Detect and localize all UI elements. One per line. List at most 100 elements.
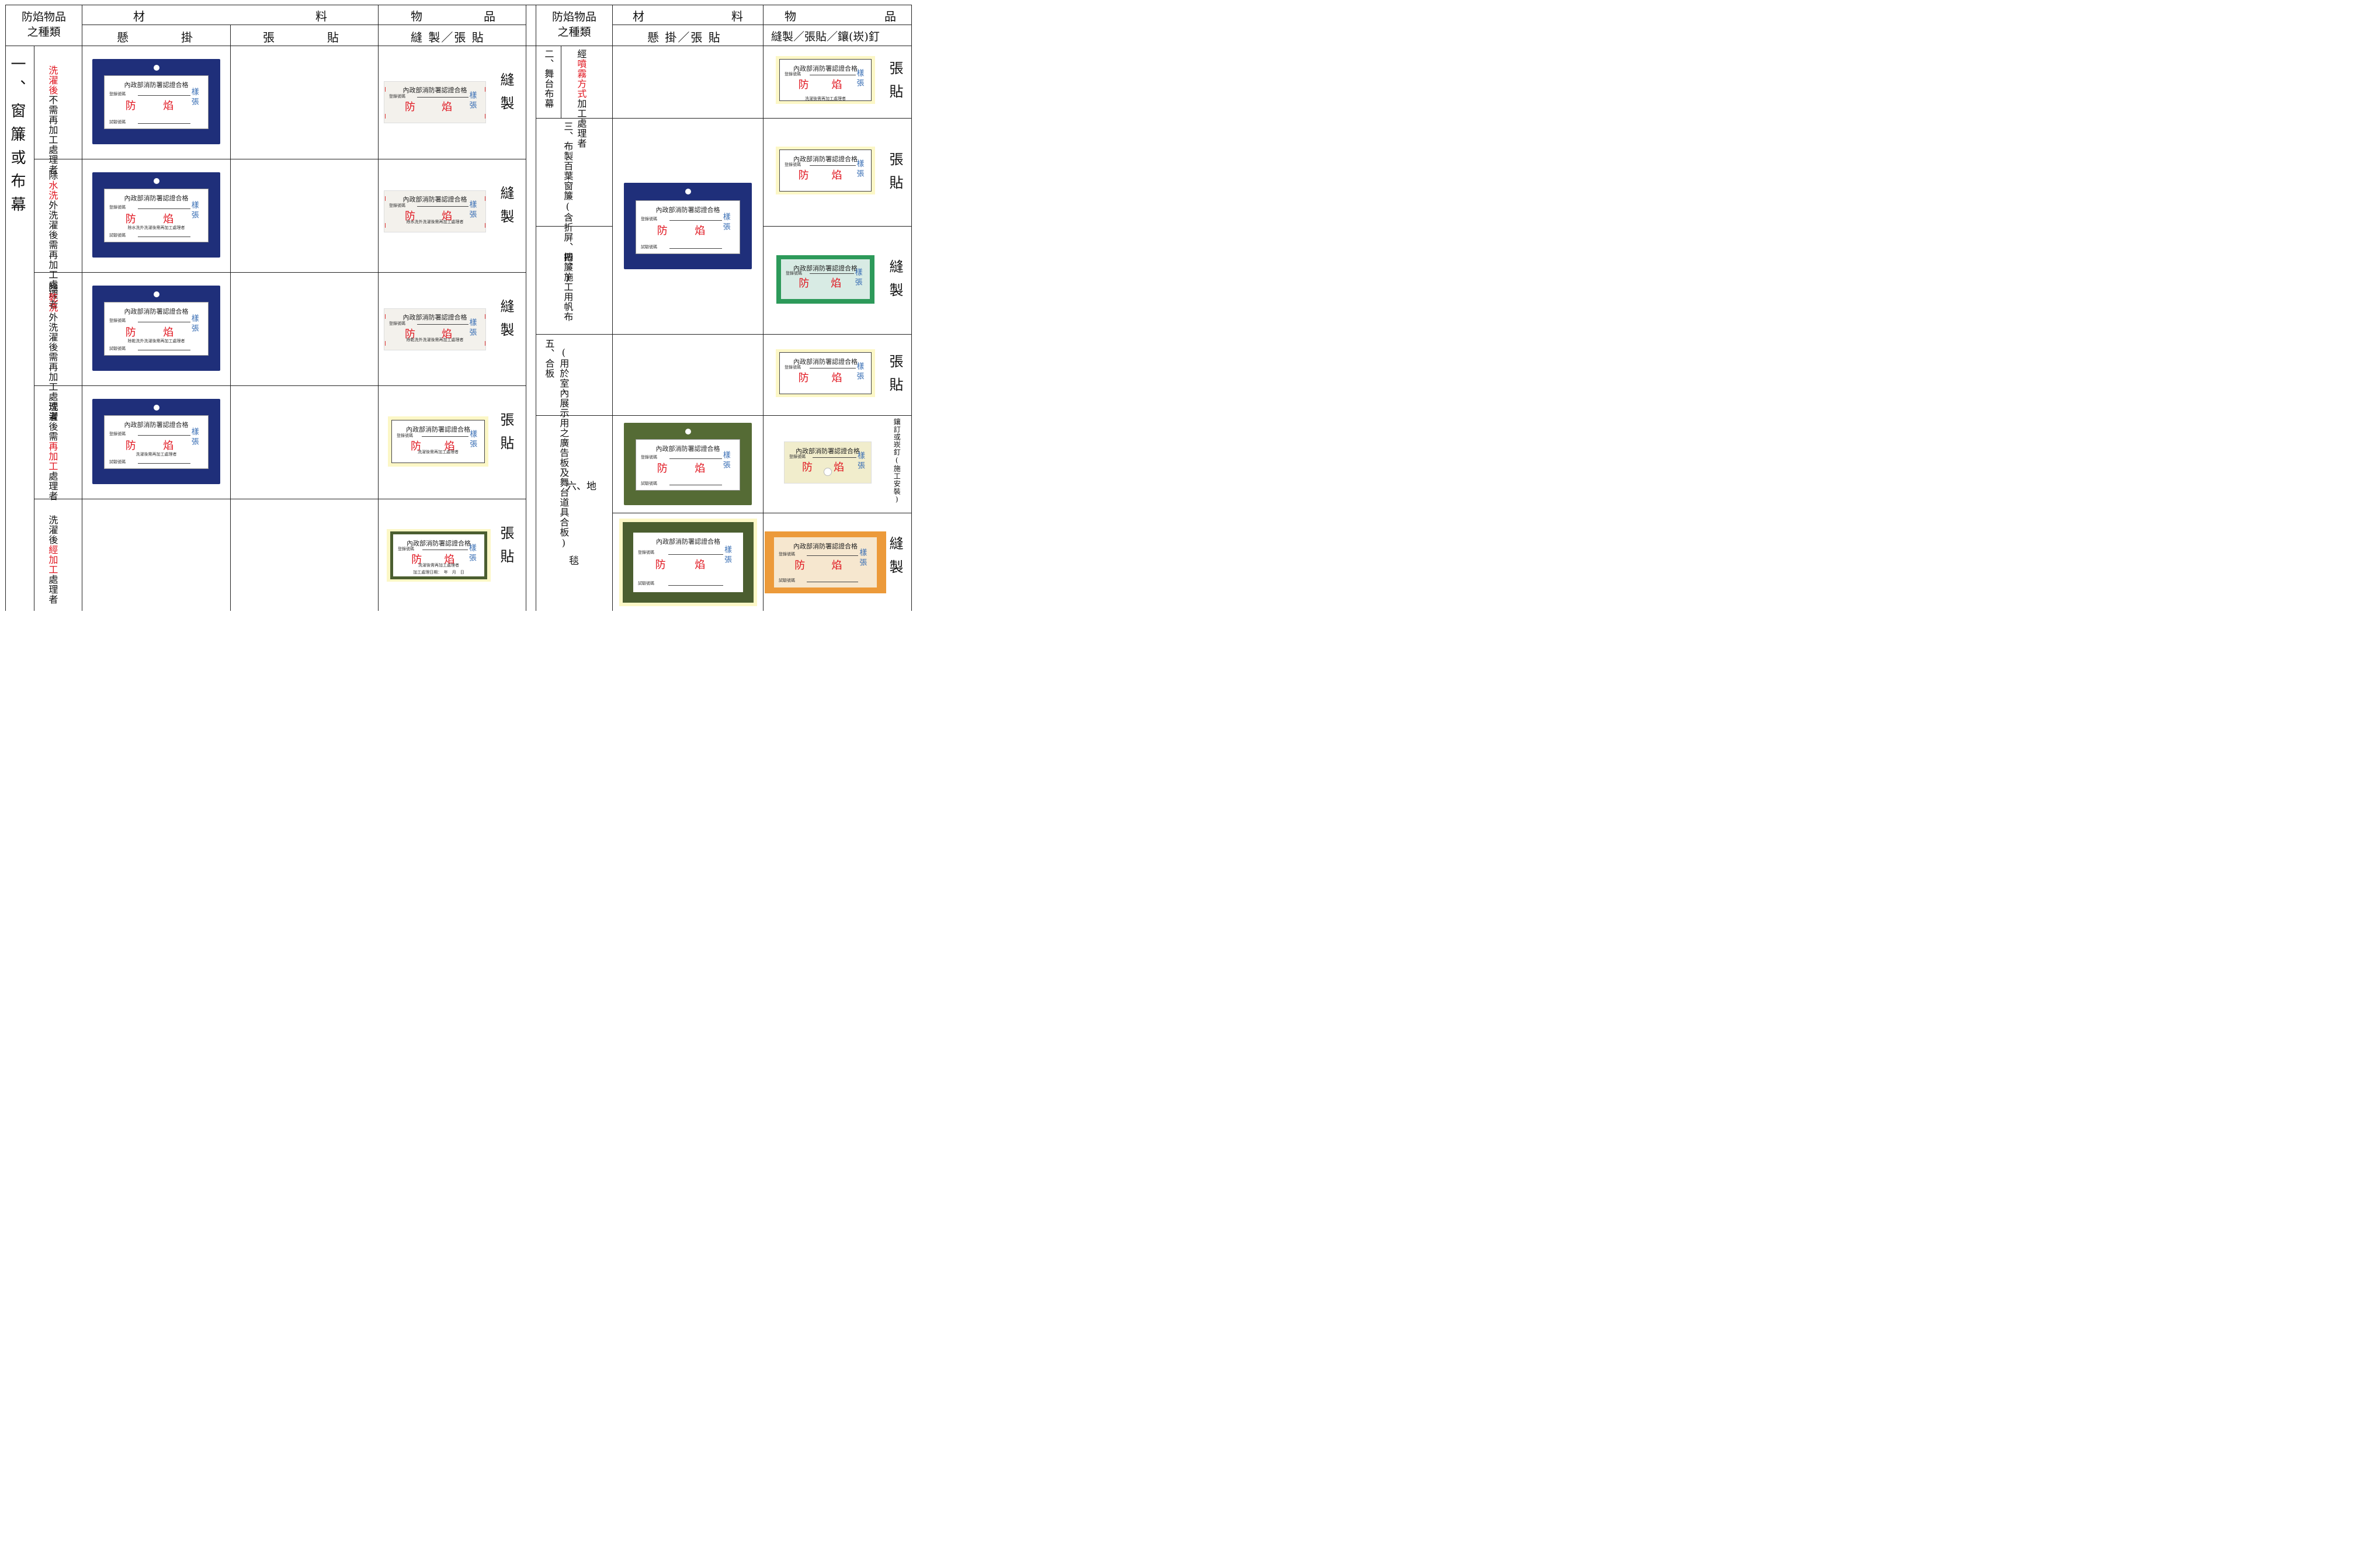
fire-char: 防 — [799, 277, 810, 290]
rule-right-row2a — [536, 226, 612, 227]
reg-no-line — [807, 555, 859, 556]
hang-tag-2: 內政部消防署認證合格登錄號碼防焰樣張除水洗外洗濯後需再加工處理者試驗號碼 — [92, 172, 220, 258]
fire-char: 防 — [798, 78, 809, 91]
header-material-right: 料 — [315, 9, 327, 23]
rule-left-edge — [5, 5, 6, 611]
cert-title: 內政部消防署認證合格 — [793, 358, 858, 366]
sample-mark: 樣張 — [853, 267, 862, 288]
sample-mark: 樣張 — [723, 545, 732, 566]
hang-tag-3: 內政部消防署認證合格登錄號碼防焰樣張除乾洗外洗濯後需再加工處理者試驗號碼 — [92, 286, 220, 371]
tag-card: 內政部消防署認證合格登錄號碼防焰樣張試驗號碼 — [636, 439, 740, 491]
header-sew-stick-nail: 縫製／張貼／鑲(崁)釘 — [771, 30, 880, 43]
reg-no-label: 登錄號碼 — [398, 547, 414, 552]
reg-no-label: 登錄號碼 — [389, 203, 405, 208]
reg-no-line — [417, 206, 468, 207]
cert-title: 內政部消防署認證合格 — [793, 155, 858, 163]
method-r-nail: 鑲訂或崁釘(施工安裝) — [893, 418, 901, 504]
method-sew-3: 縫製 — [498, 299, 514, 346]
method-r-stick-1: 張貼 — [887, 61, 903, 107]
care-note: 除乾洗外洗濯後需再加工處理者 — [406, 337, 464, 342]
flame-char: 焰 — [831, 559, 842, 572]
test-no-label: 試驗號碼 — [109, 232, 126, 238]
reg-no-label: 登錄號碼 — [109, 431, 126, 436]
cert-title: 內政部消防署認證合格 — [124, 194, 189, 202]
reg-no-label: 登錄號碼 — [779, 552, 795, 557]
rule-right-col — [612, 5, 613, 611]
reg-no-line — [669, 220, 722, 221]
reg-no-line — [809, 165, 856, 166]
cert-title: 內政部消防署認證合格 — [124, 81, 189, 89]
fire-char: 防 — [657, 463, 668, 475]
method-sew-2: 縫製 — [498, 186, 514, 232]
header-goods-left-r: 物 — [785, 9, 796, 23]
reg-no-label: 登錄號碼 — [109, 91, 126, 96]
cert-title: 內政部消防署認證合格 — [793, 543, 858, 550]
method-r-sew-3: 縫製 — [887, 259, 903, 306]
reg-no-line — [138, 208, 190, 210]
sample-mark: 樣張 — [467, 200, 477, 220]
reg-no-label: 登錄號碼 — [641, 454, 657, 460]
sample-mark: 樣張 — [858, 548, 867, 568]
cert-title: 內政部消防署認證合格 — [793, 265, 858, 272]
rule-right-row1 — [536, 118, 911, 119]
reg-no-line — [813, 457, 856, 458]
rule-right-row4 — [536, 415, 911, 416]
fabric-tick — [385, 114, 386, 119]
hang-tag-blinds: 內政部消防署認證合格登錄號碼防焰樣張試驗號碼 — [624, 183, 752, 269]
reg-no-line — [138, 435, 190, 436]
rule-right-row2b — [763, 226, 911, 227]
reg-no-line — [809, 273, 854, 274]
header-material-right-r: 料 — [731, 9, 743, 23]
flame-char: 焰 — [695, 463, 706, 475]
sticker-inner: 內政部消防署認證合格登錄號碼防焰樣張試驗號碼 — [623, 522, 754, 603]
tag-hole — [685, 429, 691, 434]
sample-mark: 樣張 — [855, 361, 864, 382]
flame-char: 焰 — [163, 213, 174, 225]
header-hang-stick: 懸 掛／張 貼 — [647, 30, 721, 44]
hang-tag-4: 內政部消防署認證合格登錄號碼防焰樣張洗濯後需再加工處理者試驗號碼 — [92, 399, 220, 484]
date-note: 加工處理日期： 年 月 日 — [413, 570, 464, 575]
sample-mark: 樣張 — [468, 430, 477, 450]
test-no-line — [669, 248, 722, 249]
sample-mark: 樣張 — [721, 451, 730, 471]
tag-hole — [153, 291, 159, 297]
reg-no-line — [422, 436, 469, 437]
care-note: 除水洗外洗濯後需再加工處理者 — [406, 219, 464, 224]
cert-title: 內政部消防署認證合格 — [124, 421, 189, 429]
hang-tag-1: 內政部消防署認證合格登錄號碼防焰樣張試驗號碼 — [92, 59, 220, 144]
rule-col-hang — [230, 25, 231, 611]
row-label-4: 洗濯後需再加工處理者 — [47, 402, 58, 501]
sample-mark: 樣張 — [855, 68, 864, 89]
test-no-line — [668, 585, 724, 586]
reg-no-label: 登錄號碼 — [109, 318, 126, 323]
fire-char: 防 — [125, 326, 136, 339]
flame-char: 焰 — [163, 99, 174, 112]
fabric-tick — [385, 223, 386, 228]
header-material-left: 材 — [133, 9, 145, 23]
reg-no-label: 登錄號碼 — [389, 321, 405, 326]
cat-carpet-b: 毯 — [569, 555, 579, 567]
fabric-carpet: 內政部消防署認證合格登錄號碼防焰樣張試驗號碼 — [765, 531, 886, 593]
tag-hole — [153, 65, 159, 71]
cert-title: 內政部消防署認證合格 — [124, 308, 189, 315]
tag-card: 內政部消防署認證合格登錄號碼防焰樣張試驗號碼 — [636, 200, 740, 254]
method-r-stick-4: 張貼 — [887, 354, 903, 401]
test-no-label: 試驗號碼 — [109, 459, 126, 464]
hang-tag-carpet: 內政部消防署認證合格登錄號碼防焰樣張試驗號碼 — [624, 423, 752, 505]
cert-title: 內政部消防署認證合格 — [793, 65, 858, 72]
tag-card: 內政部消防署認證合格登錄號碼防焰樣張 — [781, 259, 870, 299]
fire-char: 防 — [802, 461, 813, 474]
fabric-label-1: 內政部消防署認證合格登錄號碼防焰樣張 — [384, 81, 486, 123]
sticker-label-5: 內政部消防署認證合格登錄號碼防焰樣張洗濯後需再加工處理者加工處理日期： 年 月 … — [387, 529, 491, 582]
fire-char: 防 — [798, 169, 809, 182]
fire-char: 防 — [411, 553, 422, 566]
tag-card: 內政部消防署認證合格登錄號碼防焰樣張試驗號碼 — [104, 75, 209, 129]
row-label-5: 洗濯後經加工處理者 — [47, 515, 58, 604]
header-type-right: 防焰物品之種類 — [551, 11, 596, 39]
rule-right-edge — [911, 5, 912, 611]
cat-board: 五、合板 — [543, 339, 555, 378]
row-label-1: 洗濯後不需再加工處理者 — [47, 65, 58, 175]
sample-mark: 樣張 — [467, 543, 476, 564]
sample-mark: 樣張 — [189, 427, 199, 448]
fire-char: 防 — [411, 440, 421, 453]
